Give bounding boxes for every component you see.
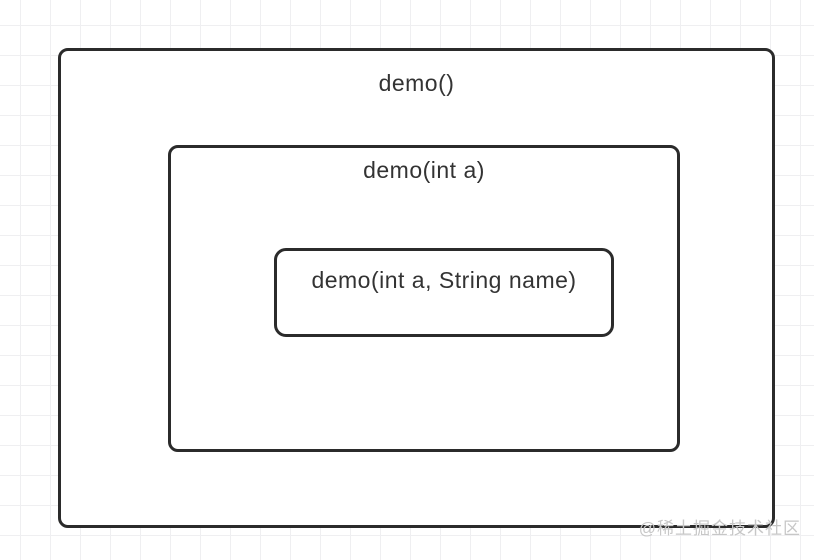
watermark: @稀土掘金技术社区 xyxy=(638,519,801,538)
middle-method-label: demo(int a) xyxy=(363,157,485,183)
inner-method-label: demo(int a, String name) xyxy=(311,267,577,293)
middle-method-box: demo(int a) demo(int a, String name) xyxy=(168,145,680,452)
outer-method-box: demo() demo(int a) demo(int a, String na… xyxy=(58,48,775,528)
inner-method-box: demo(int a, String name) xyxy=(274,248,614,337)
outer-method-label: demo() xyxy=(378,70,455,96)
